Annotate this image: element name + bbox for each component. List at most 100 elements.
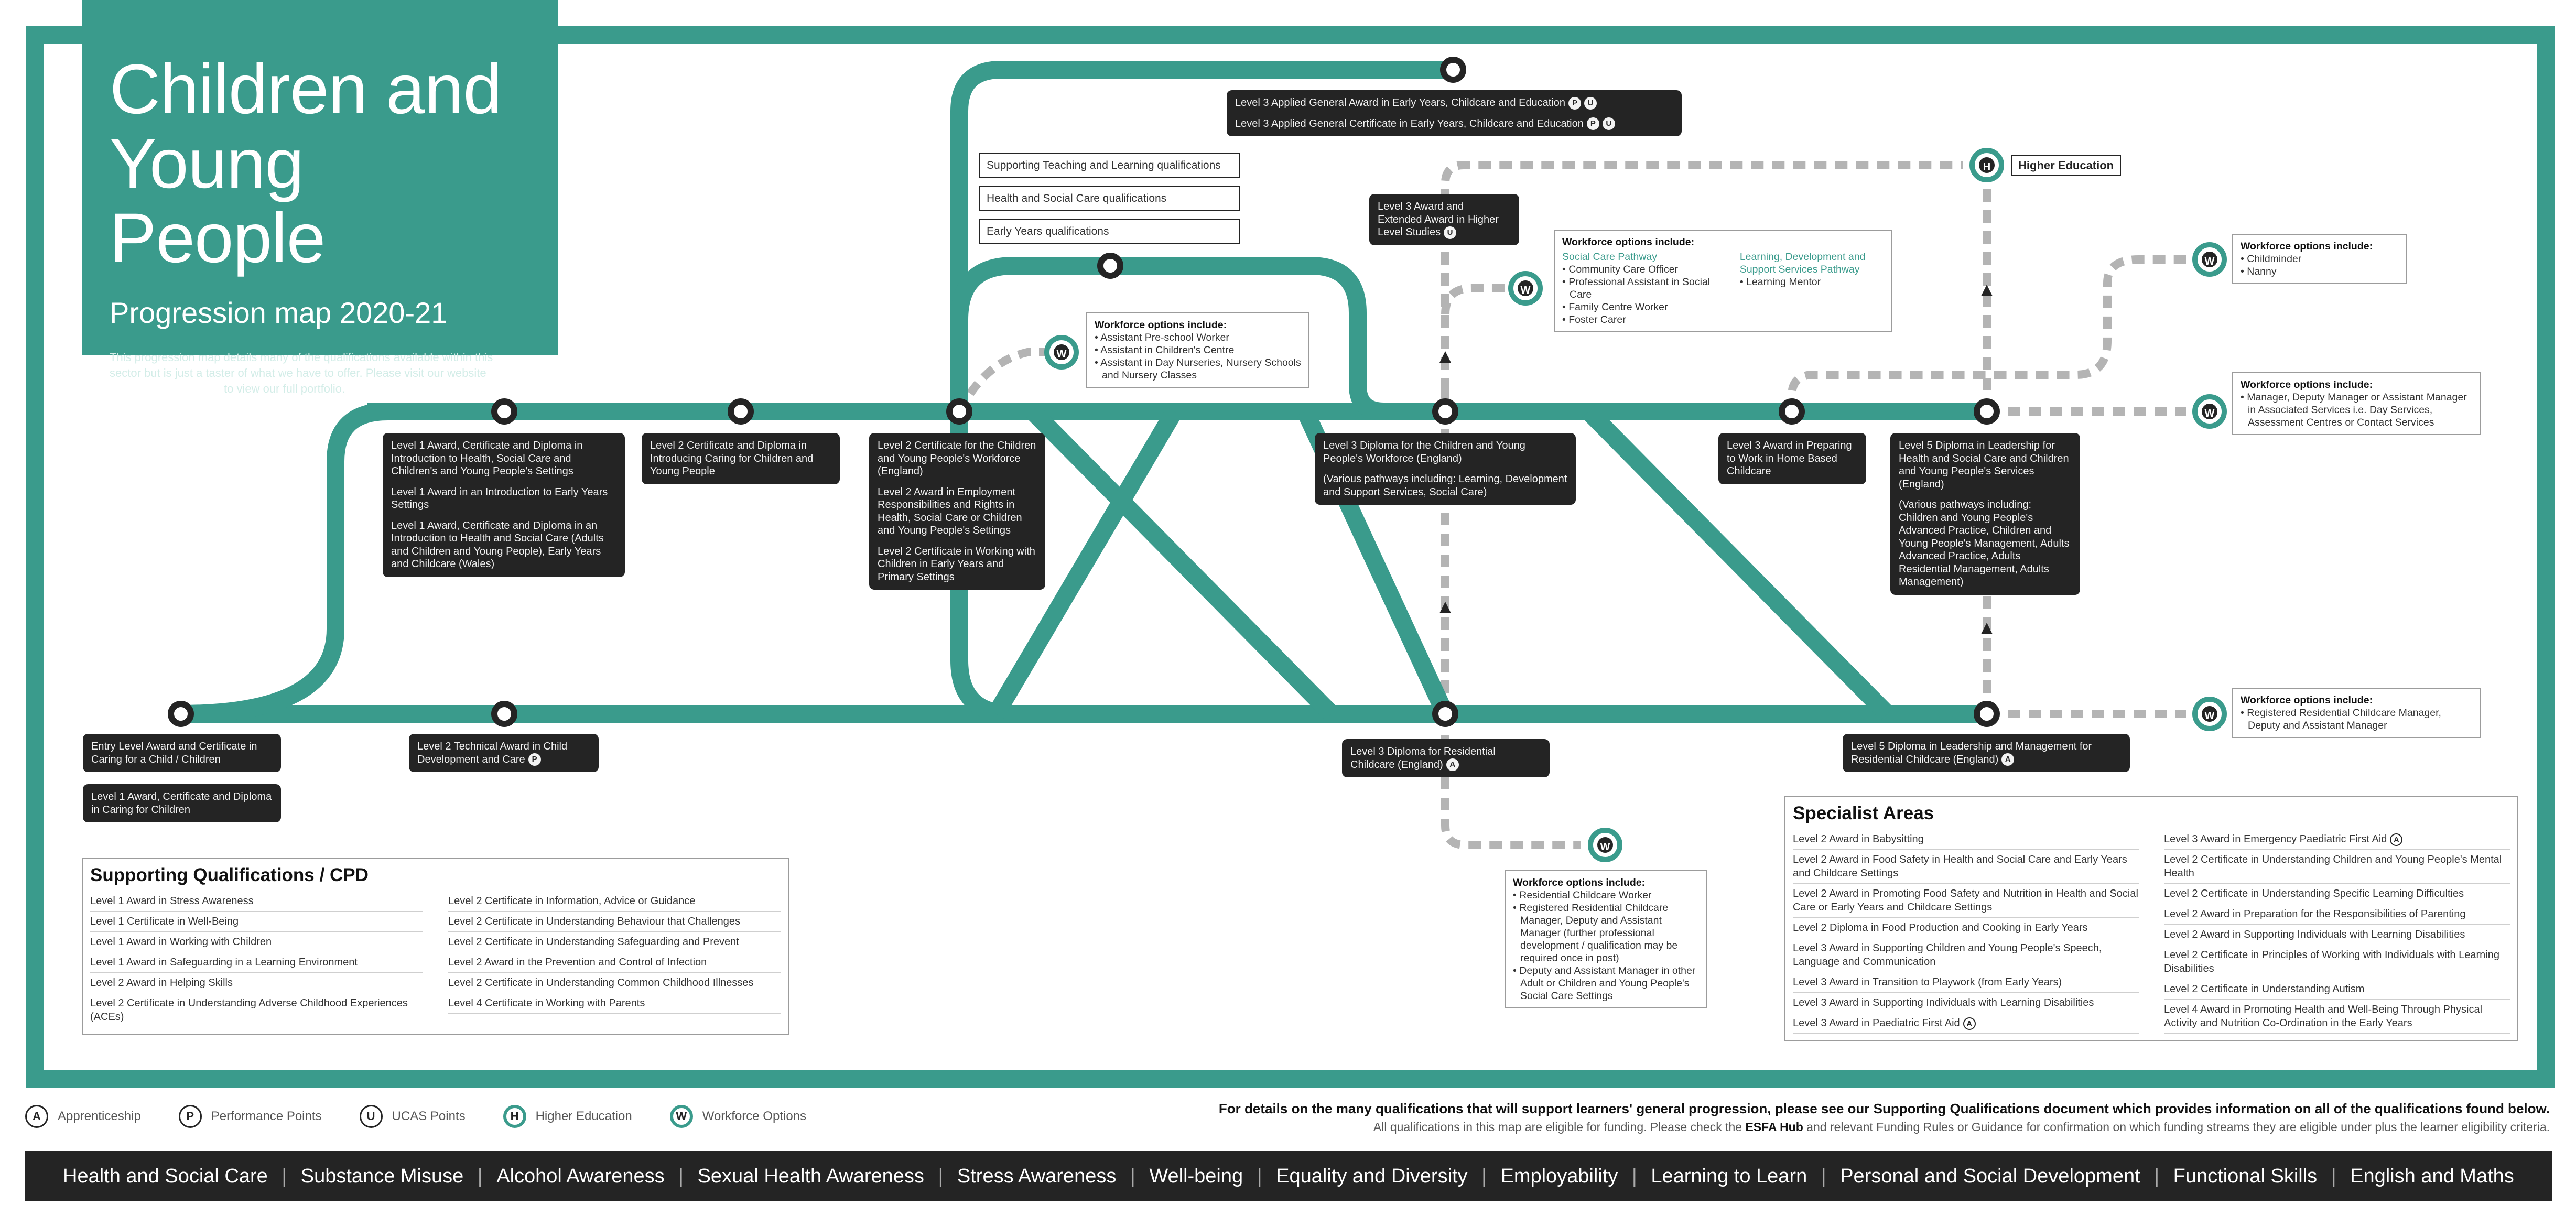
qualification-level1[interactable]: Level 1 Award, Certificate and Diploma i… (383, 433, 625, 577)
footer-item[interactable]: Alcohol Awareness (496, 1165, 665, 1187)
specialist-item[interactable]: Level 2 Award in Babysitting (1793, 829, 2139, 850)
footer-divider: | (1481, 1165, 1487, 1187)
station-pathway (1097, 253, 1123, 279)
qualification-applied-general[interactable]: Level 3 Applied General Award in Early Y… (1227, 90, 1682, 137)
supporting-item[interactable]: Level 1 Award in Stress Awareness (90, 891, 423, 912)
qualification-level2-workforce[interactable]: Level 2 Certificate for the Children and… (869, 433, 1045, 590)
supporting-item[interactable]: Level 4 Certificate in Working with Pare… (448, 993, 781, 1014)
specialist-item[interactable]: Level 2 Award in Food Safety in Health a… (1793, 850, 2139, 884)
qualification-level2-intro[interactable]: Level 2 Certificate and Diploma in Intro… (642, 433, 840, 484)
specialist-item[interactable]: Level 2 Award in Preparation for the Res… (2164, 904, 2510, 925)
footer-item[interactable]: Learning to Learn (1651, 1165, 1807, 1187)
station-top (1440, 57, 1466, 83)
supporting-item[interactable]: Level 2 Certificate in Understanding Beh… (448, 912, 781, 932)
ucas-points-icon: U (1602, 117, 1615, 131)
qualification-level2-technical[interactable]: Level 2 Technical Award in Child Develop… (409, 734, 599, 773)
ucas-points-icon: U (1584, 96, 1597, 110)
supporting-item[interactable]: Level 2 Certificate in Understanding Saf… (448, 932, 781, 952)
specialist-item[interactable]: Level 2 Award in Supporting Individuals … (2164, 925, 2510, 945)
website-link[interactable]: www.QualHub.co.uk (110, 382, 221, 395)
workforce-title: Workforce options include: (2241, 241, 2373, 252)
performance-points-icon: P (1586, 117, 1599, 131)
esfa-hub-link[interactable]: ESFA Hub (1745, 1120, 1803, 1134)
track-cross-2 (988, 407, 1182, 719)
footer-item[interactable]: Functional Skills (2173, 1165, 2318, 1187)
footer-item[interactable]: Equality and Diversity (1276, 1165, 1468, 1187)
specialist-item[interactable]: Level 2 Award in Promoting Food Safety a… (1793, 884, 2139, 918)
workforce-box-social-care: Workforce options include: Social Care P… (1554, 230, 1892, 332)
supporting-title: Supporting Qualifications / CPD (90, 865, 369, 885)
qualification-level3-home[interactable]: Level 3 Award in Preparing to Work in Ho… (1718, 433, 1866, 484)
footer-item[interactable]: Substance Misuse (300, 1165, 464, 1187)
workforce-title: Workforce options include: (1562, 236, 1695, 248)
qual-text: (Various pathways including: Learning, D… (1323, 473, 1567, 498)
workforce-item: Community Care Officer (1562, 263, 1717, 276)
supporting-item[interactable]: Level 2 Award in the Prevention and Cont… (448, 952, 781, 973)
specialist-item[interactable]: Level 2 Certificate in Principles of Wor… (2164, 945, 2510, 979)
footer-item[interactable]: English and Maths (2350, 1165, 2514, 1187)
funding-note-line1: For details on the many qualifications t… (1218, 1101, 2550, 1116)
footer-item[interactable]: Well-being (1149, 1165, 1243, 1187)
qualification-entry-level[interactable]: Entry Level Award and Certificate in Car… (83, 734, 281, 772)
specialist-item[interactable]: Level 3 Award in Emergency Paediatric Fi… (2164, 829, 2510, 850)
specialist-item[interactable]: Level 2 Certificate in Understanding Spe… (2164, 884, 2510, 904)
workforce-item: Deputy and Assistant Manager in other Ad… (1513, 964, 1698, 1002)
specialist-item[interactable]: Level 2 Diploma in Food Production and C… (1793, 918, 2139, 938)
specialist-item[interactable]: Level 3 Award in Supporting Individuals … (1793, 993, 2139, 1013)
workforce-item: Assistant Pre-school Worker (1095, 331, 1301, 344)
specialist-item[interactable]: Level 2 Certificate in Understanding Aut… (2164, 979, 2510, 1000)
workforce-title: Workforce options include: (2241, 695, 2373, 706)
station-level2-intro (728, 398, 754, 425)
supporting-item[interactable]: Level 1 Award in Safeguarding in a Learn… (90, 952, 423, 973)
specialist-item[interactable]: Level 3 Award in Transition to Playwork … (1793, 972, 2139, 993)
specialist-item[interactable]: Level 4 Award in Promoting Health and We… (2164, 1000, 2510, 1034)
legend-label: Performance Points (211, 1109, 322, 1123)
intro-post: to view our full portfolio. (220, 382, 345, 395)
legend-item: P Performance Points (178, 1105, 322, 1128)
specialist-item[interactable]: Level 3 Award in Supporting Children and… (1793, 938, 2139, 972)
stations (168, 57, 2000, 727)
supporting-item[interactable]: Level 2 Certificate in Understanding Adv… (90, 993, 423, 1027)
workforce-item: Manager, Deputy Manager or Assistant Man… (2241, 391, 2472, 429)
footer-item[interactable]: Personal and Social Development (1840, 1165, 2140, 1187)
apprenticeship-icon: A (2001, 753, 2015, 766)
arrow-up-2 (1439, 602, 1451, 613)
specialist-item-text: Level 3 Award in Paediatric First Aid (1793, 1017, 1960, 1029)
funding-note: For details on the many qualifications t… (1219, 1101, 2550, 1134)
arrow-up-1 (1439, 351, 1451, 363)
supporting-item[interactable]: Level 2 Certificate in Information, Advi… (448, 891, 781, 912)
footer-item[interactable]: Employability (1500, 1165, 1618, 1187)
footer-item[interactable]: Health and Social Care (63, 1165, 268, 1187)
intro-pre: This progression map details many of the… (110, 351, 493, 379)
supporting-item[interactable]: Level 2 Certificate in Understanding Com… (448, 973, 781, 993)
qual-text: Level 5 Diploma in Leadership and Manage… (1851, 741, 2092, 765)
workforce-item: Registered Residential Childcare Manager… (2241, 707, 2472, 732)
option-badges: W W H W W W W (1044, 148, 2227, 862)
performance-points-icon: P (528, 753, 541, 766)
workforce-item: Assistant in Children's Centre (1095, 344, 1301, 356)
qualification-level3-residential[interactable]: Level 3 Diploma for Residential Childcar… (1342, 739, 1550, 778)
supporting-item[interactable]: Level 1 Certificate in Well-Being (90, 912, 423, 932)
legend-label: Workforce Options (702, 1109, 807, 1123)
connector-residential-workforce (1441, 714, 1581, 849)
footer-item[interactable]: Sexual Health Awareness (697, 1165, 924, 1187)
qualification-level3-diploma[interactable]: Level 3 Diploma for the Children and You… (1315, 433, 1576, 505)
qualification-level1-diploma[interactable]: Level 1 Award, Certificate and Diploma i… (83, 784, 281, 822)
tracks (180, 61, 1987, 723)
supporting-item[interactable]: Level 2 Award in Helping Skills (90, 973, 423, 993)
specialist-item[interactable]: Level 2 Certificate in Understanding Chi… (2164, 850, 2510, 884)
workforce-item: Assistant in Day Nurseries, Nursery Scho… (1095, 356, 1301, 382)
legend-item: H Higher Education (503, 1105, 632, 1128)
footer-item[interactable]: Stress Awareness (957, 1165, 1117, 1187)
qual-text: Level 5 Diploma in Leadership for Health… (1899, 440, 2069, 490)
qualification-level5-residential[interactable]: Level 5 Diploma in Leadership and Manage… (1843, 734, 2130, 773)
footer-divider: | (1130, 1165, 1135, 1187)
supporting-item[interactable]: Level 1 Award in Working with Children (90, 932, 423, 952)
specialist-title: Specialist Areas (1793, 803, 1934, 823)
qualification-level5-leadership[interactable]: Level 5 Diploma in Leadership for Health… (1890, 433, 2080, 595)
legend-item: U UCAS Points (359, 1105, 466, 1128)
qualification-level3-extended[interactable]: Level 3 Award and Extended Award in High… (1369, 194, 1519, 245)
station-level3-diploma (1432, 398, 1458, 425)
